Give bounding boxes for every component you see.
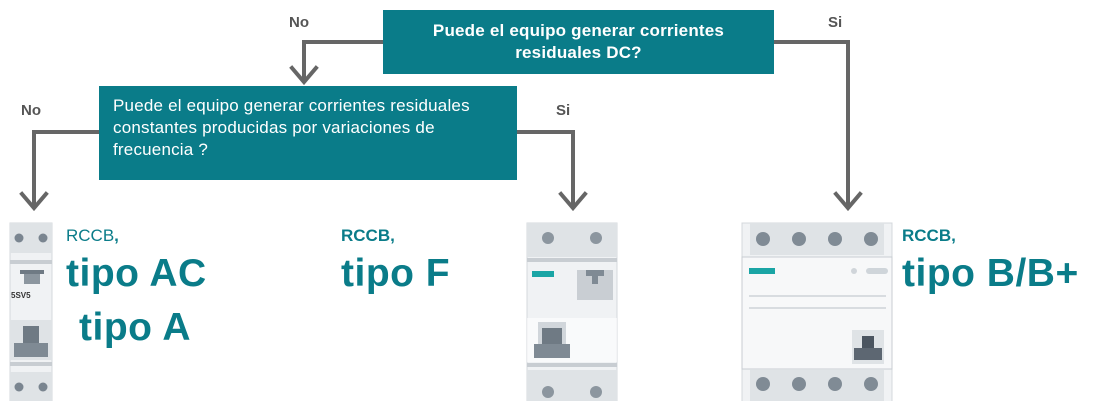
branch-label-second-si: Si xyxy=(556,102,571,119)
arrow-down-icon xyxy=(833,191,863,212)
connector-lines xyxy=(32,40,850,208)
branch-label-top-si: Si xyxy=(828,14,843,31)
arrow-down-icon xyxy=(19,191,49,212)
arrow-down-icon xyxy=(289,65,319,86)
branch-label-second-no: No xyxy=(21,102,41,119)
outcome-left-prefix: RCCB, xyxy=(66,226,119,246)
arrow-down-icon xyxy=(558,191,588,212)
branch-label-top-no: No xyxy=(289,14,309,31)
second-si-connector xyxy=(517,130,575,208)
outcome-middle-prefix: RCCB, xyxy=(341,226,395,245)
outcome-left-prefix-comma: , xyxy=(114,226,119,245)
rccb-2pole-device-icon xyxy=(526,222,618,401)
outcome-left-prefix-text: RCCB xyxy=(66,226,115,245)
rccb-4pole-device-icon xyxy=(741,222,893,401)
question-dc-residual-currents: Puede el equipo generar corrientes resid… xyxy=(383,10,774,74)
question-frequency-residual-currents: Puede el equipo generar corrientes resid… xyxy=(99,86,517,180)
rccb-2pole-device-icon: 5SV5 xyxy=(9,222,53,401)
outcome-right-prefix: RCCB, xyxy=(902,226,956,245)
top-si-connector xyxy=(774,40,850,208)
outcome-type-a: tipo A xyxy=(79,306,192,349)
device-code-label: 5SV5 xyxy=(11,291,31,300)
top-no-connector xyxy=(302,40,383,82)
outcome-type-b: tipo B/B+ xyxy=(902,252,1079,295)
second-no-connector xyxy=(32,130,99,208)
outcome-type-f: tipo F xyxy=(341,252,451,295)
outcome-type-ac: tipo AC xyxy=(66,252,207,295)
